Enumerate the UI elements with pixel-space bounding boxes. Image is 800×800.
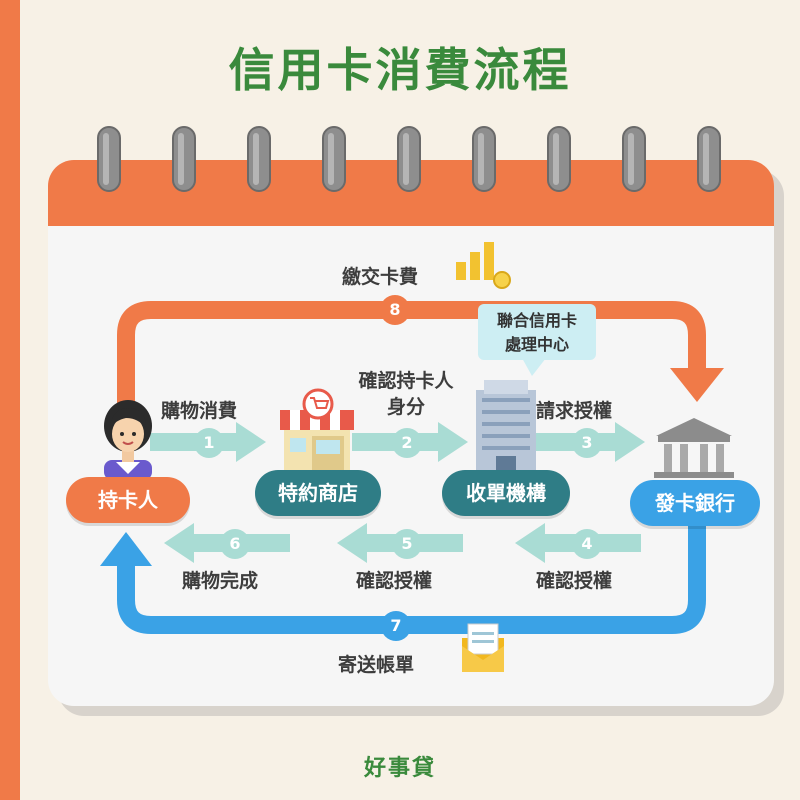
calendar-ring (247, 126, 271, 192)
calendar-ring (547, 126, 571, 192)
calendar-ring (172, 126, 196, 192)
calendar-ring (622, 126, 646, 192)
node-acquirer: 收單機構 (442, 470, 570, 516)
step-badge-1: 1 (194, 428, 224, 458)
step-label-5: 確認授權 (356, 570, 433, 592)
envelope-bill-icon (462, 623, 504, 672)
step-label-1: 購物消費 (161, 400, 238, 422)
step-badge-7: 7 (381, 611, 411, 641)
arrow-3-head (615, 422, 645, 462)
step-badge-3: 3 (572, 428, 602, 458)
shopping-cart-icon (302, 388, 334, 420)
arrow-2-head (438, 422, 468, 462)
step-badge-2: 2 (392, 428, 422, 458)
step-label-6: 購物完成 (182, 570, 259, 592)
processing-center-bubble: 聯合信用卡 處理中心 (478, 304, 596, 376)
payment-flow-arrowhead (670, 368, 724, 402)
billing-flow-arrowhead (100, 532, 152, 566)
step-label-7: 寄送帳單 (338, 654, 415, 676)
processing-center-line1: 聯合信用卡 (496, 311, 577, 330)
step-badge-6: 6 (220, 529, 250, 559)
processing-center-line2: 處理中心 (504, 335, 569, 354)
node-issuer: 發卡銀行 (630, 480, 760, 526)
step-label-3: 請求授權 (536, 400, 613, 422)
calendar-ring (397, 126, 421, 192)
node-cardholder: 持卡人 (66, 477, 190, 523)
step-badge-5: 5 (392, 529, 422, 559)
step-badge-8: 8 (380, 295, 410, 325)
brand-footer: 好事貸 (363, 756, 436, 781)
calendar-ring (322, 126, 346, 192)
step-badge-4: 4 (572, 529, 602, 559)
page-title: 信用卡消費流程 (228, 43, 572, 97)
calendar-ring (472, 126, 496, 192)
calendar-ring (97, 126, 121, 192)
payment-flow-line (117, 301, 706, 405)
step-label-8: 繳交卡費 (342, 266, 419, 288)
step-label-2: 確認持卡人 身分 (344, 368, 468, 420)
billing-flow-line (117, 522, 706, 634)
arrow-4-head (515, 523, 545, 563)
arrow-1-head (236, 422, 266, 462)
node-merchant: 特約商店 (255, 470, 381, 516)
arrow-6-head (164, 523, 194, 563)
arrow-5-head (337, 523, 367, 563)
calendar-ring (697, 126, 721, 192)
shop-icon (280, 410, 354, 470)
coin-stack-icon (456, 242, 511, 289)
step-label-2-line2: 身分 (386, 396, 425, 418)
step-label-4: 確認授權 (536, 570, 613, 592)
woman-avatar-icon (104, 400, 152, 480)
office-tower-icon (476, 380, 536, 470)
bank-building-icon (654, 418, 734, 478)
step-label-2-line1: 確認持卡人 (358, 370, 454, 392)
left-accent-stripe (0, 0, 20, 800)
